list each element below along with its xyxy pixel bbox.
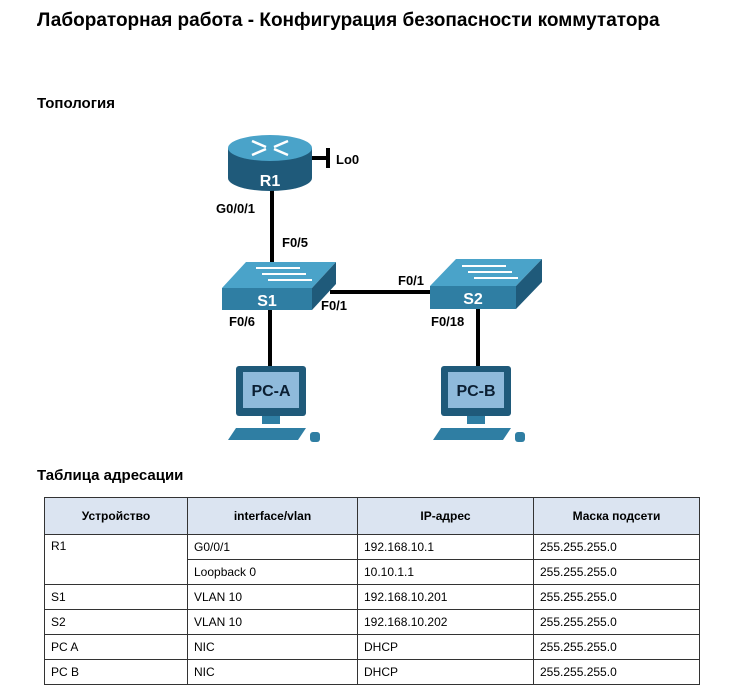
cell-ip: DHCP <box>357 634 534 660</box>
port-s2-f18: F0/18 <box>431 314 464 329</box>
cell-ip: DHCP <box>357 659 534 685</box>
switch-arrows-icon <box>256 267 312 281</box>
s2-label: S2 <box>463 291 483 308</box>
switch-s1: S1 <box>222 262 336 310</box>
cell-mask: 255.255.255.0 <box>533 534 700 560</box>
pca-label: PC-A <box>251 383 291 400</box>
cell-device: S2 <box>44 609 188 635</box>
cell-interface: G0/0/1 <box>187 534 358 560</box>
port-s1-f5: F0/5 <box>282 235 308 250</box>
cell-interface: Loopback 0 <box>187 559 358 585</box>
table-row: Loopback 0 10.10.1.1 255.255.255.0 <box>45 559 700 585</box>
cell-interface: VLAN 10 <box>187 584 358 610</box>
cell-interface: NIC <box>187 634 358 660</box>
cell-device: PC B <box>44 659 188 685</box>
page-title: Лабораторная работа - Конфигурация безоп… <box>37 10 660 31</box>
s1-label: S1 <box>257 293 277 310</box>
table-heading: Таблица адресации <box>37 467 184 484</box>
cell-interface: VLAN 10 <box>187 609 358 635</box>
cell-mask: 255.255.255.0 <box>533 659 700 685</box>
cell-ip: 10.10.1.1 <box>357 559 534 585</box>
cell-mask: 255.255.255.0 <box>533 609 700 635</box>
port-s1-f6: F0/6 <box>229 314 255 329</box>
switch-arrows-icon <box>462 265 518 279</box>
lo0-label: Lo0 <box>336 152 359 167</box>
pc-b: PC-B <box>433 366 525 442</box>
table-header-row: Устройство interface/vlan IP-адрес Маска… <box>44 497 700 535</box>
cell-mask: 255.255.255.0 <box>533 584 700 610</box>
table-row: PC A NIC DHCP 255.255.255.0 <box>44 634 700 660</box>
header-ip: IP-адрес <box>357 497 534 535</box>
router-arrows-icon <box>251 139 289 157</box>
header-interface: interface/vlan <box>187 497 358 535</box>
table-row: S2 VLAN 10 192.168.10.202 255.255.255.0 <box>44 609 700 635</box>
table-row: PC B NIC DHCP 255.255.255.0 <box>44 659 700 685</box>
cell-device: S1 <box>44 584 188 610</box>
cell-mask: 255.255.255.0 <box>533 559 700 585</box>
header-mask: Маска подсети <box>533 497 700 535</box>
topology-heading: Топология <box>37 95 115 112</box>
cell-interface: NIC <box>187 659 358 685</box>
cell-mask: 255.255.255.0 <box>533 634 700 660</box>
cell-device: PC A <box>44 634 188 660</box>
table-row: S1 VLAN 10 192.168.10.201 255.255.255.0 <box>44 584 700 610</box>
router-r1: R1 <box>228 135 312 191</box>
switch-s2: S2 <box>430 259 542 309</box>
r1-label: R1 <box>260 173 281 190</box>
cell-ip: 192.168.10.202 <box>357 609 534 635</box>
pc-a: PC-A <box>228 366 320 442</box>
table-row: R1 G0/0/1 192.168.10.1 255.255.255.0 <box>44 534 700 585</box>
port-s2-f1: F0/1 <box>398 273 424 288</box>
cell-device: R1 <box>44 534 188 585</box>
port-s1-f1: F0/1 <box>321 298 347 313</box>
pcb-label: PC-B <box>456 383 495 400</box>
addressing-table: Устройство interface/vlan IP-адрес Маска… <box>44 497 700 685</box>
port-r1-g: G0/0/1 <box>216 201 255 216</box>
cell-ip: 192.168.10.201 <box>357 584 534 610</box>
header-device: Устройство <box>44 497 188 535</box>
cell-ip: 192.168.10.1 <box>357 534 534 560</box>
